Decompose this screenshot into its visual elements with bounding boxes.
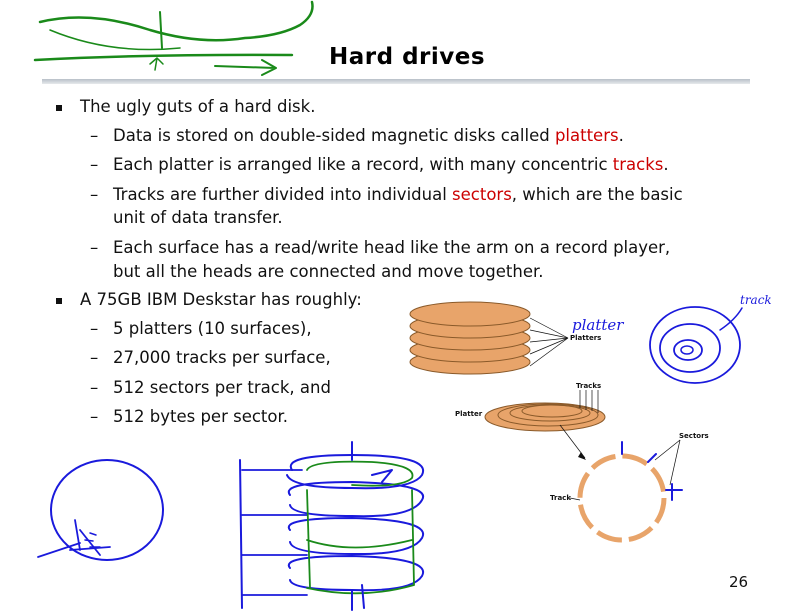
label-sectors: Sectors	[679, 432, 709, 440]
handwritten-track: track	[740, 293, 772, 307]
label-platters: Platters	[570, 334, 601, 342]
sub-bullet-continuation: but all the heads are connected and move…	[113, 262, 544, 281]
handwritten-platter: platter	[572, 316, 624, 334]
bullet-text: The ugly guts of a hard disk.	[80, 97, 316, 116]
sub-bullet-text: Each platter is arranged like a record, …	[113, 155, 669, 174]
dash-marker: –	[90, 126, 99, 145]
dash-marker: –	[90, 378, 99, 397]
handwritten-circles	[649, 306, 743, 384]
label-platter: Platter	[455, 410, 483, 418]
sub-bullet-text: 5 platters (10 surfaces),	[113, 319, 312, 338]
title-divider	[42, 79, 750, 84]
disk-diagram: Platters platter Tracks Platter Sectors …	[409, 293, 772, 543]
label-track: Track	[550, 494, 571, 502]
dash-marker: –	[90, 348, 99, 367]
handwritten-doodle-top	[33, 0, 314, 76]
handwritten-circle-sketch	[37, 459, 164, 561]
dash-marker: –	[90, 238, 99, 257]
dash-marker: –	[90, 185, 99, 204]
term-sectors: sectors	[452, 185, 512, 204]
platter-with-tracks	[484, 402, 606, 432]
sub-bullet-continuation: unit of data transfer.	[113, 208, 283, 227]
sub-bullet-text: 512 sectors per track, and	[113, 378, 331, 397]
sub-bullet-text: 27,000 tracks per surface,	[113, 348, 331, 367]
sub-bullet-text: 512 bytes per sector.	[113, 407, 288, 426]
handwritten-disk-stack	[239, 441, 425, 611]
sub-bullet-text: Each surface has a read/write head like …	[113, 238, 671, 257]
bullet-text: A 75GB IBM Deskstar has roughly:	[80, 290, 362, 309]
slide-title: Hard drives	[329, 44, 486, 70]
sector-ring	[577, 453, 667, 543]
term-tracks: tracks	[612, 155, 664, 174]
sub-bullet-text: Tracks are further divided into individu…	[113, 185, 683, 204]
platter-stack	[409, 301, 531, 375]
page-number: 26	[729, 573, 749, 591]
dash-marker: –	[90, 407, 99, 426]
dash-marker: –	[90, 155, 99, 174]
term-platters: platters	[554, 126, 619, 145]
bullet-marker	[56, 298, 62, 304]
label-tracks: Tracks	[576, 382, 601, 390]
dash-marker: –	[90, 319, 99, 338]
sub-bullet-text: Data is stored on double-sided magnetic …	[113, 126, 624, 145]
bullet-marker	[56, 105, 62, 111]
